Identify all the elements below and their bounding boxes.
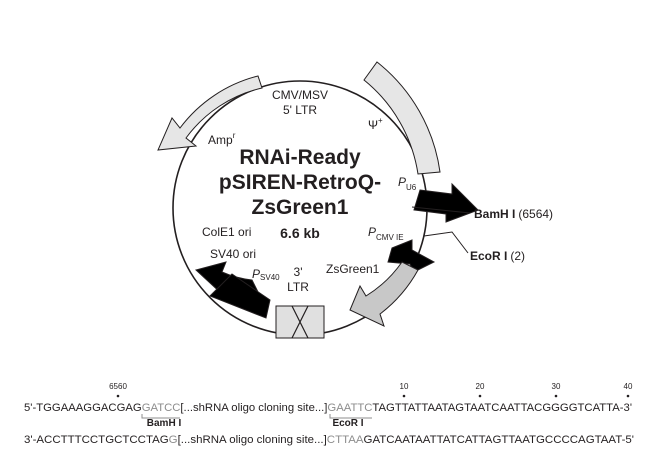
ltr3-label-line-2: LTR [287, 280, 309, 294]
ampr-arrow [157, 75, 263, 151]
plasmid-title-line-1: RNAi-Ready [239, 146, 361, 169]
sv40-ori-label: SV40 ori [210, 247, 256, 261]
ampr-label: Ampr [208, 131, 236, 147]
colE1-ori-label: ColE1 ori [202, 225, 251, 239]
ecori-cut-bracket [329, 414, 372, 419]
plasmid-title-line-2: pSIREN-RetroQ- [219, 171, 381, 194]
pcmv-promoter-arrow [387, 239, 436, 273]
zsgreen1-arrow [349, 261, 419, 327]
bamhi-pointer-line [411, 206, 471, 214]
ecori-site-label: EcoR I(2) [470, 249, 525, 263]
psv40-arrow-body [209, 273, 271, 319]
seq-tick-30: 30 [552, 382, 561, 391]
seq-tick-10: 10 [400, 382, 409, 391]
ltr5-label: 5' LTR [283, 103, 317, 117]
bamhi-site-label: BamH I(6564) [474, 207, 553, 221]
ltr3-x-mark [291, 305, 309, 339]
psv40-label: PSV40 [252, 267, 280, 282]
seq-tick-dot [478, 394, 482, 398]
ecori-pointer-line [423, 231, 469, 254]
seq-tick-dot [626, 394, 630, 398]
plasmid-size: 6.6 kb [280, 225, 320, 241]
plasmid-title-line-3: ZsGreen1 [252, 196, 349, 219]
bamhi-cut-bracket [141, 414, 180, 419]
seq-tick-dot [116, 394, 120, 398]
cmv-msv-ltr-block [363, 61, 441, 175]
cmv-msv-label: CMV/MSV [272, 88, 328, 102]
ltr3-label-line-1: 3' [294, 265, 303, 279]
pu6-promoter-arrow [413, 182, 479, 223]
seq-tick-dot [402, 394, 406, 398]
pu6-label: PU6 [398, 175, 417, 192]
zsgreen1-label: ZsGreen1 [326, 262, 380, 276]
seq-tick-6560: 6560 [109, 382, 127, 391]
psi-label: Ψ+ [368, 116, 383, 132]
seq-tick-40: 40 [624, 382, 633, 391]
bamhi-sequence-label: BamH I [147, 418, 182, 429]
seq-tick-dot [554, 394, 558, 398]
ecori-sequence-label: EcoR I [332, 418, 363, 429]
pcmv-label: PCMV IE [368, 225, 404, 242]
seq-tick-20: 20 [476, 382, 485, 391]
